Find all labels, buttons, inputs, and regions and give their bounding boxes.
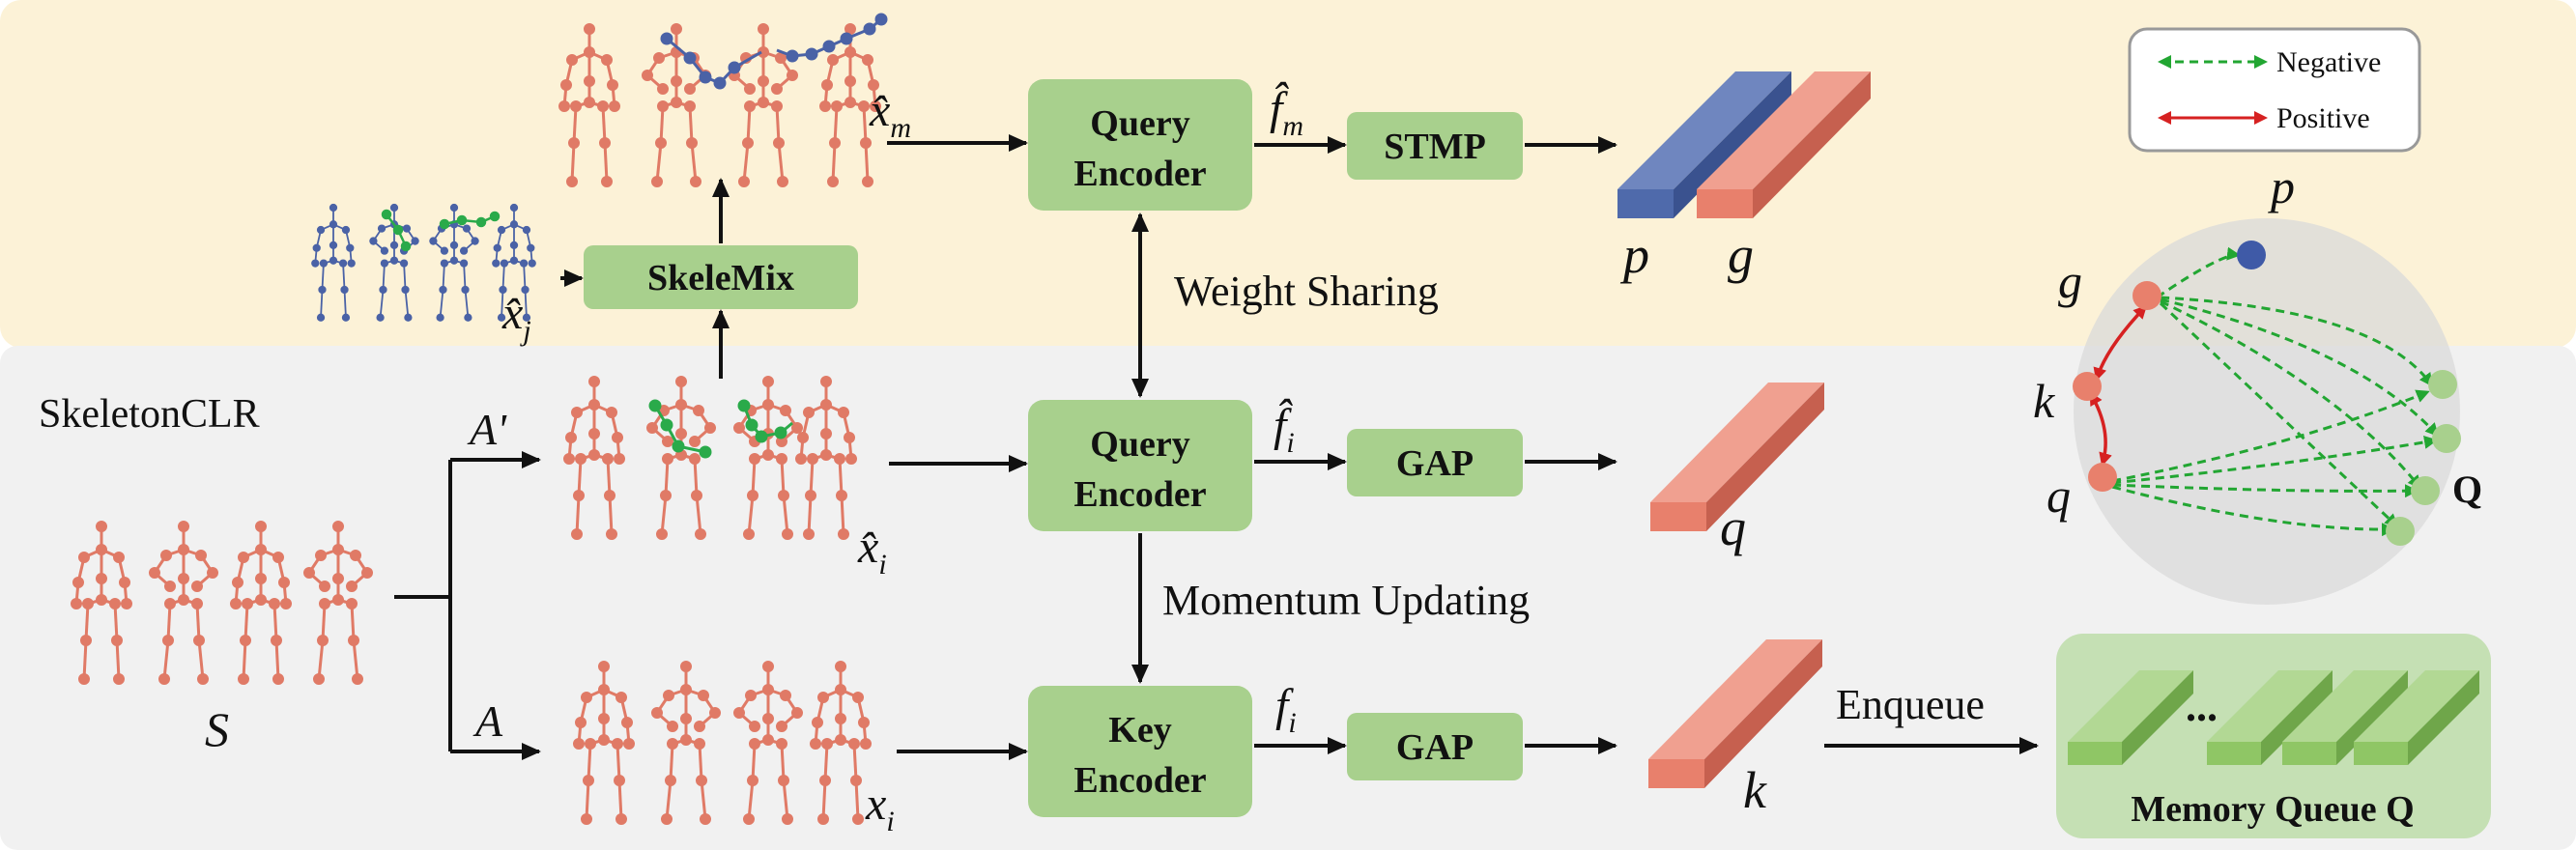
queue-bar-1 (2068, 670, 2193, 765)
sphere-node-p (2237, 241, 2266, 269)
queue-bar-2 (2207, 670, 2333, 765)
feature-bar-g (1697, 71, 1871, 218)
feature-bar-p (1617, 71, 1791, 218)
label-x-hat-m: x̂m (869, 85, 911, 144)
feature-bar-q (1650, 382, 1824, 531)
gap-mid-box: GAP (1347, 429, 1523, 496)
sphere-node-queue-2 (2432, 424, 2461, 453)
embedding-sphere: p g k q Q (2033, 159, 2482, 605)
gap-mid-label: GAP (1396, 443, 1474, 484)
sphere-node-queue-1 (2428, 370, 2457, 399)
bottom-panel-background (0, 346, 2576, 850)
xhat-i-skeletons-green-parts (648, 399, 793, 459)
query-encoder-mid-line1: Query (1090, 424, 1189, 465)
sphere-node-queue-3 (2411, 476, 2440, 505)
sphere-label-Q: Q (2452, 468, 2482, 511)
sphere-node-g (2132, 281, 2161, 310)
sphere-node-queue-4 (2386, 517, 2415, 546)
skelemix-box: SkeleMix (584, 245, 858, 309)
xj-skeletons-green-parts (381, 209, 501, 252)
legend-negative: Negative (2276, 46, 2381, 78)
label-x-hat-j: x̂j (501, 288, 531, 347)
query-encoder-top-line1: Query (1090, 103, 1189, 144)
key-encoder-line1: Key (1108, 710, 1171, 751)
label-x-i: xi (865, 779, 895, 837)
sphere-label-q: q (2046, 468, 2071, 523)
key-encoder-line2: Encoder (1073, 760, 1206, 801)
label-x-hat-i: x̂i (857, 522, 887, 581)
query-encoder-top-box: Query Encoder (1028, 79, 1252, 211)
stmp-box: STMP (1347, 112, 1523, 180)
gap-bottom-label: GAP (1396, 727, 1474, 768)
stmp-label: STMP (1384, 127, 1486, 167)
memory-queue: ... Memory Queue Q (2056, 634, 2491, 838)
legend-positive: Positive (2276, 102, 2370, 134)
mixed-skeletons-top-blue-parts (660, 13, 888, 90)
gap-bottom-box: GAP (1347, 713, 1523, 780)
feature-label-p: p (1619, 226, 1649, 284)
math-labels: x̂m x̂j x̂i xi f̂m f̂i fi A' A S (205, 80, 1303, 837)
sphere-node-q (2088, 463, 2117, 492)
sphere-node-k (2073, 372, 2102, 401)
enqueue-label: Enqueue (1836, 681, 1985, 728)
feature-label-q: q (1720, 498, 1746, 556)
label-a: A (472, 696, 503, 746)
label-s: S (205, 702, 229, 756)
query-encoder-top-line2: Encoder (1073, 154, 1206, 194)
sphere-label-g: g (2058, 254, 2082, 308)
flow-arrows (394, 134, 2039, 760)
query-encoder-mid-line2: Encoder (1073, 474, 1206, 515)
key-encoder-box: Key Encoder (1028, 686, 1252, 817)
feature-label-k: k (1743, 761, 1767, 819)
skelemix-label: SkeleMix (647, 258, 794, 298)
momentum-updating-label: Momentum Updating (1162, 577, 1530, 624)
label-a-prime: A' (467, 405, 507, 454)
queue-ellipsis: ... (2186, 683, 2218, 730)
weight-sharing-label: Weight Sharing (1174, 268, 1439, 315)
feature-bar-k (1648, 639, 1822, 788)
memory-queue-label: Memory Queue Q (2131, 789, 2414, 830)
feature-label-g: g (1728, 226, 1754, 284)
queue-bar-4 (2354, 670, 2479, 765)
sphere-label-k: k (2033, 374, 2055, 428)
sphere-label-p: p (2268, 159, 2295, 213)
skeletonclr-label: SkeletonCLR (39, 392, 260, 437)
legend: Negative Positive (2128, 27, 2421, 153)
query-encoder-mid-box: Query Encoder (1028, 400, 1252, 531)
